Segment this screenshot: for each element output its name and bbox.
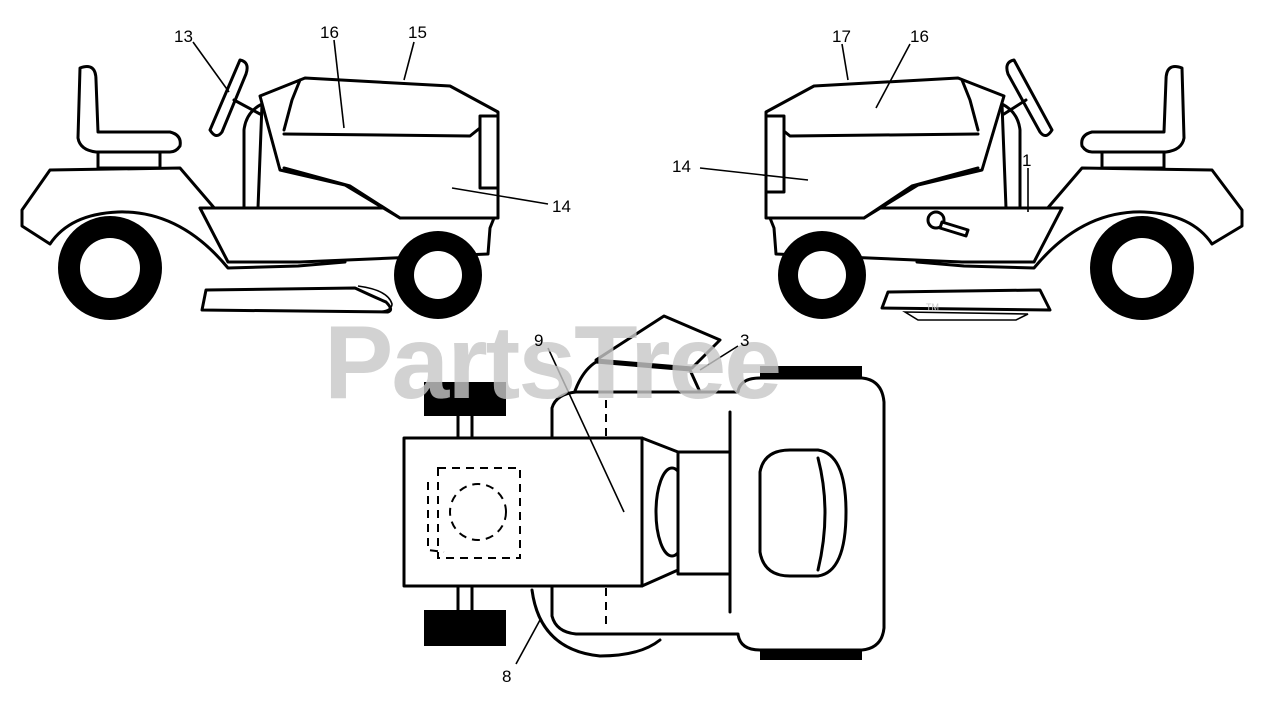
right-hood	[764, 76, 1006, 220]
top-headlight	[758, 448, 848, 578]
left-front-wheel	[394, 231, 482, 319]
top-rear-wheel-upper	[424, 382, 506, 416]
top-rear-wheel-lower	[424, 610, 506, 646]
callout-3-top: 3	[740, 331, 749, 350]
callout-15-left: 15	[408, 23, 427, 42]
right-seat-base	[1100, 150, 1166, 170]
left-grille	[478, 114, 500, 190]
right-rear-wheel	[1090, 216, 1194, 320]
tractor-right-side-view	[699, 43, 1244, 321]
callout-17-right: 17	[832, 27, 851, 46]
top-seat-area	[402, 436, 644, 588]
callout-16-left: 16	[320, 23, 339, 42]
right-mower-deck	[880, 288, 1052, 312]
tractor-top-view	[402, 314, 886, 665]
callout-13-left: 13	[174, 27, 193, 46]
left-rear-wheel	[58, 216, 162, 320]
left-dash-tower	[242, 102, 264, 210]
right-front-wheel	[778, 231, 866, 319]
callout-9-top: 9	[534, 331, 543, 350]
left-seat	[76, 65, 182, 154]
tractor-left-side-view	[20, 39, 549, 320]
top-front-wheel-lower	[760, 650, 862, 660]
right-steering-wheel	[1005, 58, 1054, 137]
left-seat-base	[96, 150, 162, 170]
callout-16-right: 16	[910, 27, 929, 46]
parts-tree-watermark: PartsTree	[324, 305, 780, 421]
left-mower-deck	[200, 286, 393, 314]
callout-14-right: 14	[672, 157, 691, 176]
callout-8-top: 8	[502, 667, 511, 686]
left-steering-wheel	[208, 58, 249, 137]
left-hood	[258, 76, 500, 220]
callout-1-right: 1	[1022, 151, 1031, 170]
watermark-trademark: TM	[926, 302, 939, 312]
right-seat	[1080, 65, 1186, 154]
right-dash-tower	[1000, 102, 1022, 210]
right-grille	[764, 114, 786, 194]
top-front-wheel-upper	[760, 366, 862, 378]
callout-14-left: 14	[552, 197, 571, 216]
